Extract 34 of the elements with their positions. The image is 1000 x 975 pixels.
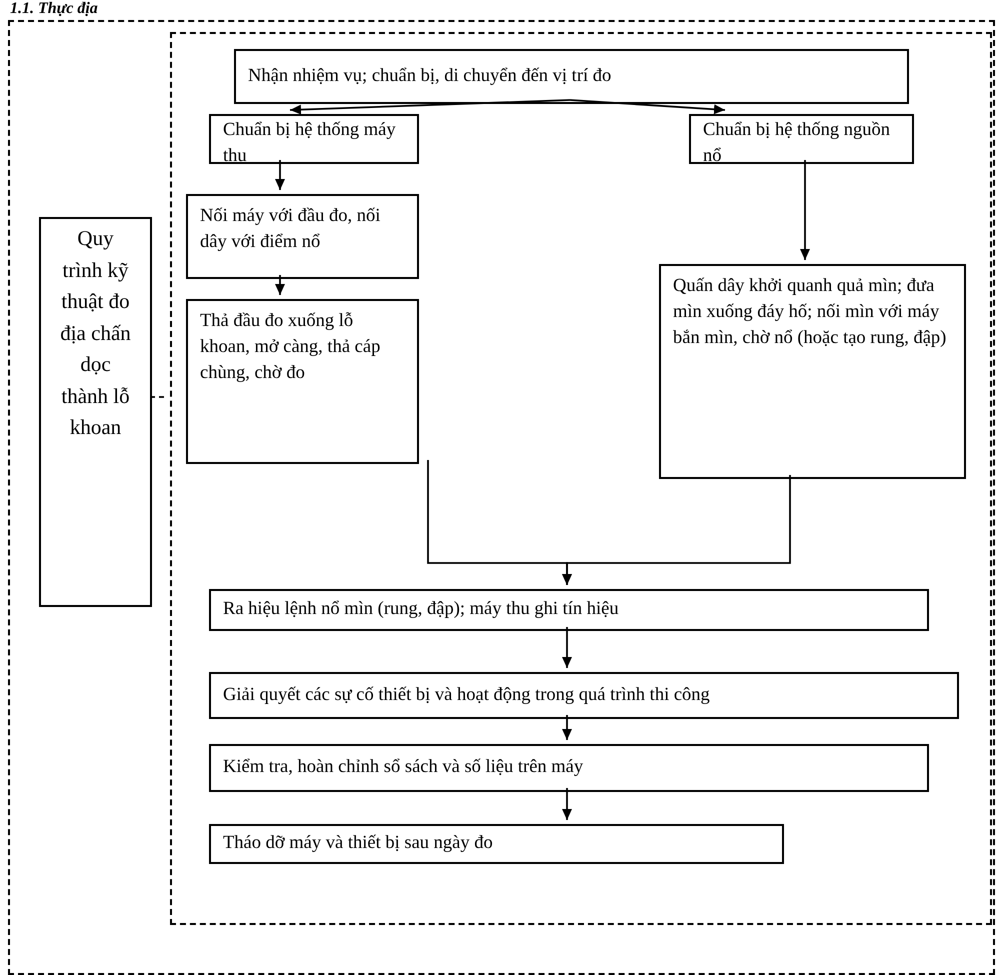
process-box (209, 114, 419, 164)
section-title: 1.1. Thực địa (10, 0, 98, 18)
process-box (234, 49, 909, 104)
process-box (209, 824, 784, 864)
step-text: Chuẩn bị hệ thống máy thu (223, 119, 397, 168)
arrow (562, 715, 572, 740)
group-frame (8, 20, 995, 975)
process-box (689, 114, 914, 164)
arrow (275, 160, 285, 190)
step-text: Giải quyết các sự cố thiết bị và hoạt động trong quá trình thi công (223, 684, 710, 707)
step-text: Ra hiệu lệnh nổ mìn (rung, đập); máy thu ghi tín hiệu (223, 598, 619, 622)
label-box (39, 217, 152, 607)
label-text: Quy trình kỹ thuật đo địa chấn dọc thành lỗ khoan (59, 225, 132, 441)
arrow (570, 99, 726, 114)
group-frame (170, 32, 992, 925)
step-text: Nối máy với đầu đo, nối dây với điểm nổ (200, 205, 382, 254)
arrow (562, 475, 791, 585)
step-text: Kiểm tra, hoàn chỉnh sổ sách và số liệu trên máy (223, 756, 584, 780)
arrow (275, 275, 285, 295)
process-box (209, 672, 959, 719)
step-text: Tháo dỡ máy và thiết bị sau ngày đo (223, 832, 493, 856)
step-text: Thả đầu đo xuống lỗ khoan, mở càng, thả cáp chùng, chờ đo (200, 310, 382, 385)
process-box (209, 744, 929, 792)
step-text: Quấn dây khởi quanh quả mìn; đưa mìn xuống đáy hố; nối mìn với máy bắn mìn, chờ nổ (hoặc tạo rung, đập) (673, 275, 948, 350)
process-box (186, 299, 419, 464)
arrow (562, 788, 572, 820)
arrow (800, 160, 810, 260)
process-box (659, 264, 966, 479)
process-box (209, 589, 929, 631)
arrow (562, 627, 572, 668)
process-box (186, 194, 419, 279)
step-text: Chuẩn bị hệ thống nguồn nổ (703, 119, 892, 168)
arrow (290, 99, 570, 115)
step-text: Nhận nhiệm vụ; chuẩn bị, di chuyển đến vị trí đo (248, 64, 612, 88)
